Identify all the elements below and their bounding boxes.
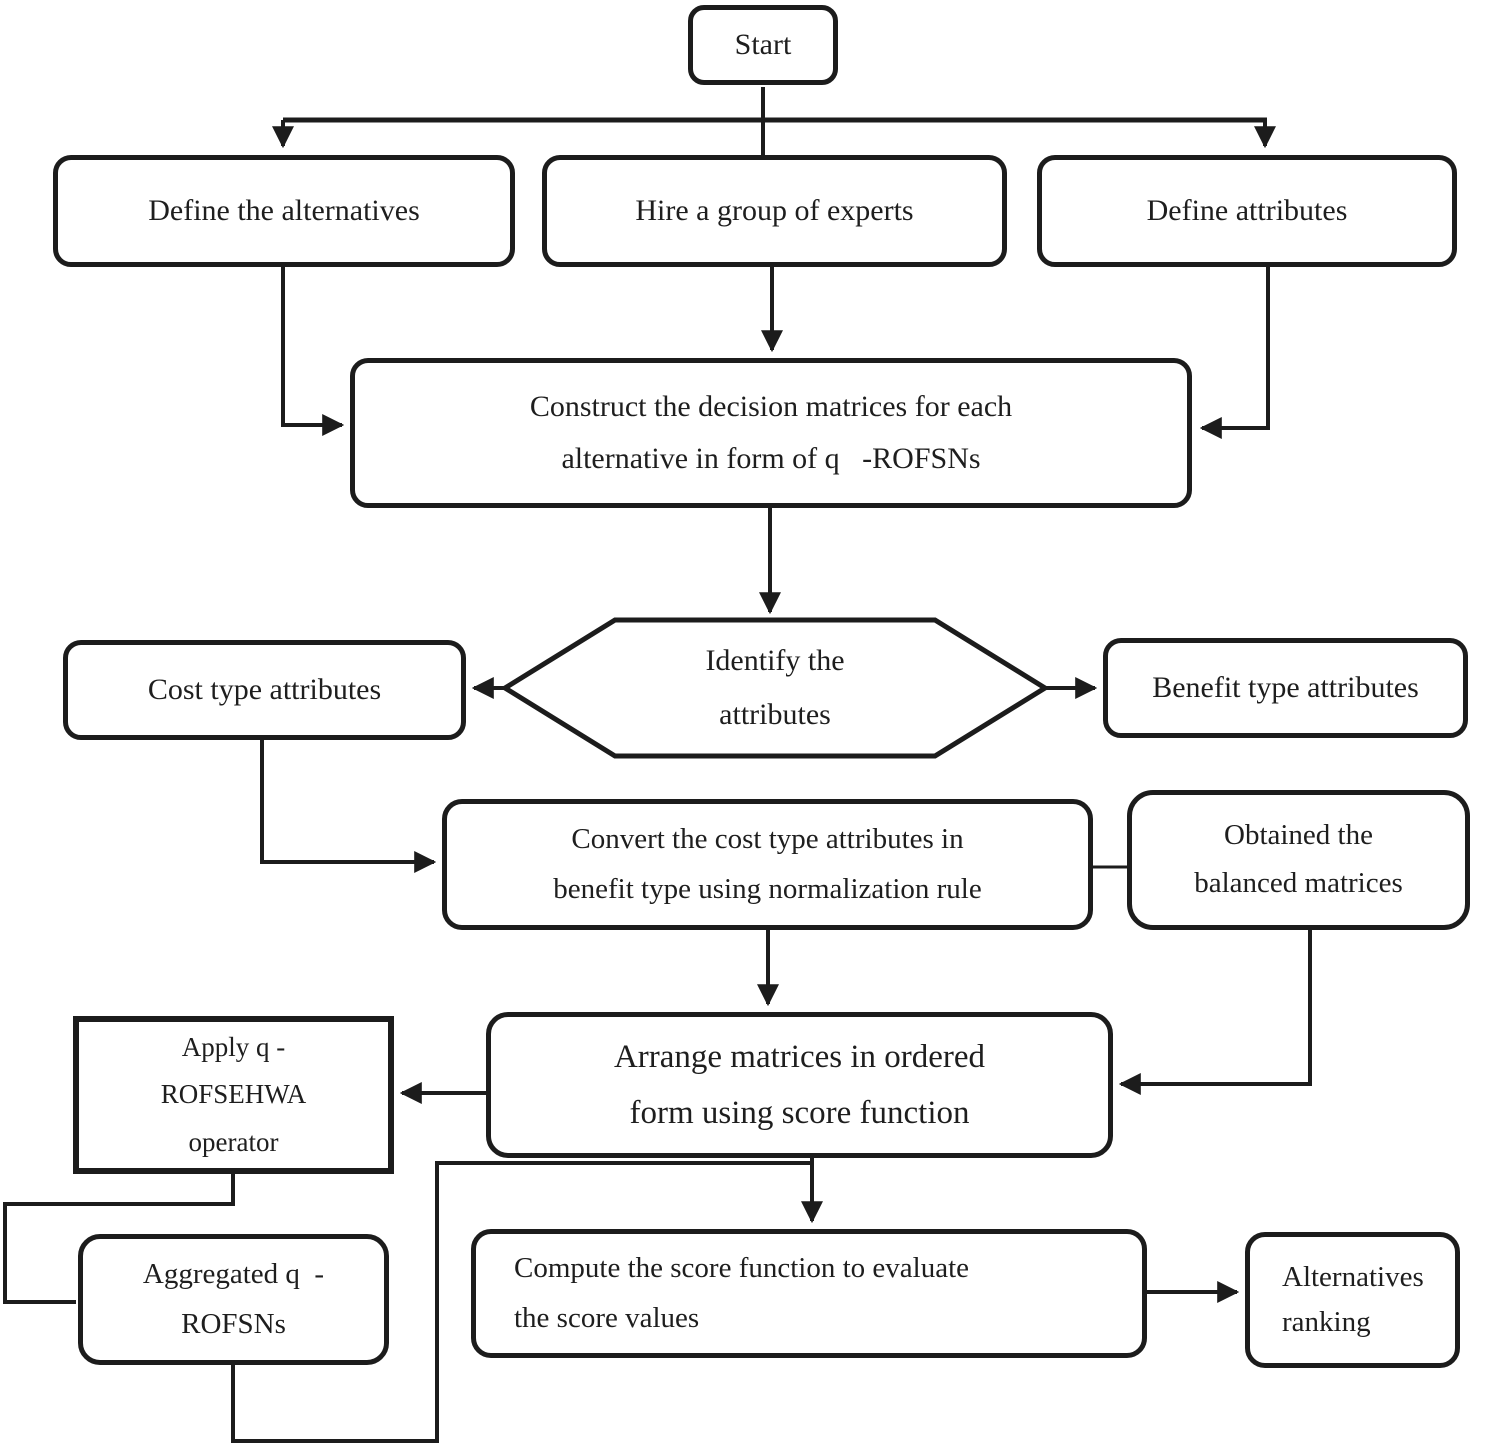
- node-alternatives-ranking-line2: ranking: [1282, 1306, 1371, 1338]
- node-apply-operator-line3: operator: [188, 1126, 279, 1157]
- node-convert-cost-line2: benefit type using normalization rule: [553, 872, 982, 905]
- edge-attributes-construct: [1199, 267, 1270, 439]
- node-define-alternatives: Define the alternatives: [53, 155, 515, 267]
- node-convert-cost-line1: Convert the cost type attributes in: [571, 823, 964, 856]
- node-alternatives-ranking-line1: Alternatives: [1282, 1261, 1424, 1294]
- node-alternatives-ranking: Alternatives ranking: [1245, 1232, 1460, 1368]
- node-construct-matrices-line1: Construct the decision matrices for each: [529, 389, 1013, 423]
- node-arrange-matrices-line2: form using score function: [629, 1095, 970, 1131]
- node-arrange-matrices-line1: Arrange matrices in ordered: [613, 1038, 986, 1075]
- node-hire-experts-label: Hire a group of experts: [635, 194, 914, 228]
- node-compute-score-line2: the score values: [514, 1301, 700, 1334]
- node-apply-operator-line2: ROFSEHWA: [160, 1079, 307, 1110]
- node-apply-operator: Apply q - ROFSEHWA operator: [73, 1016, 394, 1174]
- edge-obtained-arrange: [1118, 930, 1312, 1095]
- node-identify-attributes-line2: attributes: [719, 698, 831, 731]
- node-start: Start: [688, 5, 838, 85]
- node-hire-experts: Hire a group of experts: [542, 155, 1007, 267]
- node-identify-attributes-line1: Identify the: [705, 644, 845, 677]
- node-apply-operator-line1: Apply q -: [181, 1032, 286, 1063]
- node-compute-score-line1: Compute the score function to evaluate: [514, 1252, 969, 1285]
- node-compute-score: Compute the score function to evaluate t…: [471, 1229, 1147, 1358]
- node-convert-cost: Convert the cost type attributes in bene…: [442, 799, 1093, 930]
- node-aggregated-rofsns: Aggregated q - ROFSNs: [78, 1234, 389, 1365]
- node-start-label: Start: [734, 28, 792, 62]
- edge-cost-convert: [260, 740, 437, 873]
- node-arrange-matrices: Arrange matrices in ordered form using s…: [486, 1012, 1113, 1158]
- node-define-attributes-label: Define attributes: [1146, 194, 1348, 228]
- node-benefit-attributes-label: Benefit type attributes: [1152, 671, 1419, 705]
- node-construct-matrices-line2: alternative in form of q -ROFSNs: [561, 442, 981, 475]
- edge-aggregated-feedback: [231, 1161, 812, 1443]
- node-obtained-matrices: Obtained the balanced matrices: [1127, 790, 1470, 930]
- node-identify-attributes: Identify the attributes: [535, 618, 1015, 758]
- node-obtained-matrices-line1: Obtained the: [1224, 819, 1373, 852]
- node-define-attributes: Define attributes: [1037, 155, 1457, 267]
- node-aggregated-rofsns-line1: Aggregated q -: [142, 1258, 325, 1291]
- node-construct-matrices: Construct the decision matrices for each…: [350, 358, 1192, 508]
- node-aggregated-rofsns-line2: ROFSNs: [181, 1307, 286, 1340]
- node-benefit-attributes: Benefit type attributes: [1103, 638, 1468, 738]
- node-cost-attributes: Cost type attributes: [63, 640, 466, 740]
- node-define-alternatives-label: Define the alternatives: [148, 194, 420, 228]
- edge-alternatives-construct: [281, 267, 345, 436]
- node-obtained-matrices-line2: balanced matrices: [1194, 867, 1403, 899]
- edge-apply-aggregated: [3, 1174, 235, 1304]
- node-cost-attributes-label: Cost type attributes: [147, 673, 382, 707]
